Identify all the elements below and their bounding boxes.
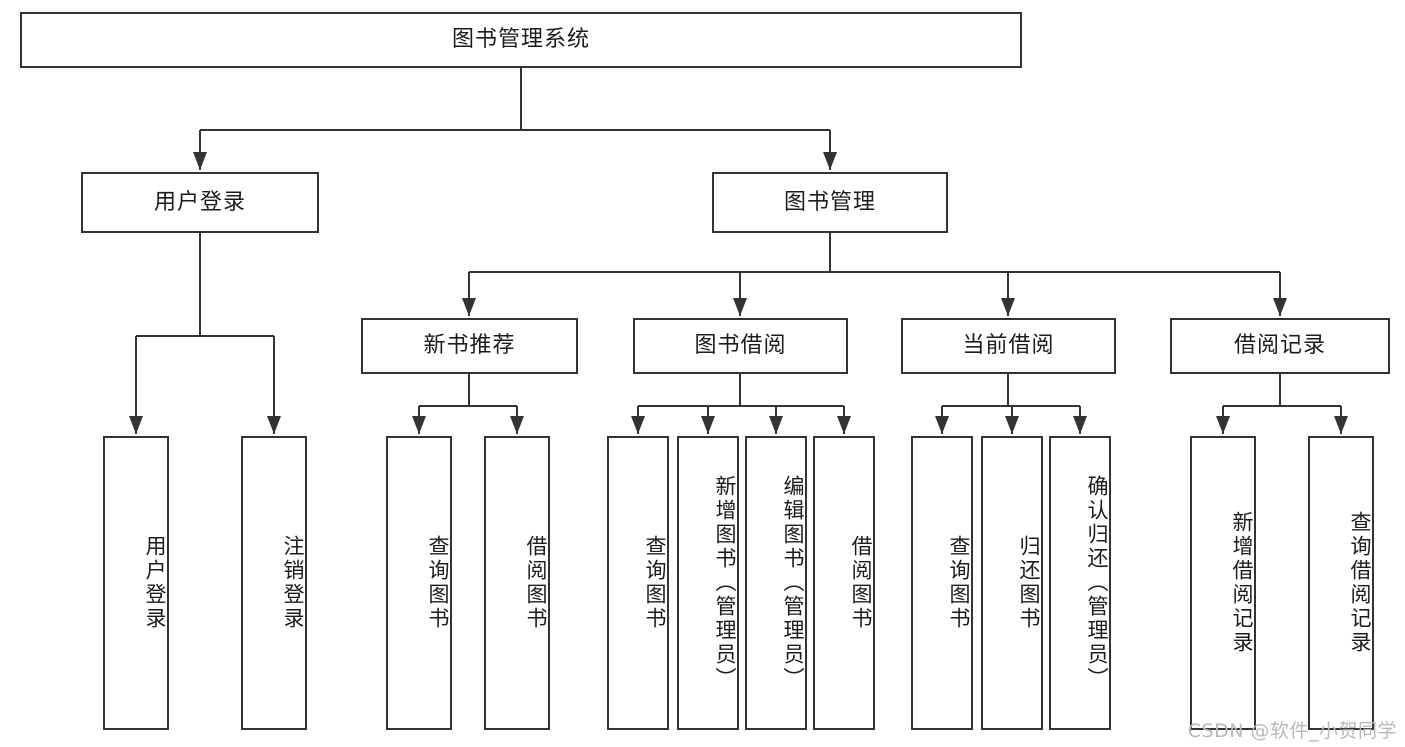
leaf-query-book-current[interactable]: 查询图书	[911, 436, 973, 730]
node-new-book-recommend[interactable]: 新书推荐	[361, 318, 578, 374]
leaf-query-borrow-record[interactable]: 查询借阅记录	[1308, 436, 1374, 730]
node-label: 新增借阅记录	[1230, 511, 1254, 655]
leaf-user-login[interactable]: 用户登录	[103, 436, 169, 730]
node-label: 用户登录	[143, 535, 167, 631]
leaf-confirm-return-admin[interactable]: 确认归还（管理员）	[1049, 436, 1111, 730]
node-label: 图书管理	[783, 189, 876, 215]
leaf-logout[interactable]: 注销登录	[241, 436, 307, 730]
node-label: 图书管理系统	[451, 27, 590, 53]
node-label: 新书推荐	[423, 333, 516, 359]
node-label: 图书借阅	[694, 333, 787, 359]
node-label: 新增图书（管理员）	[713, 475, 737, 691]
node-label: 归还图书	[1017, 535, 1041, 631]
node-label: 当前借阅	[962, 333, 1055, 359]
node-label: 注销登录	[281, 535, 305, 631]
node-label: 借阅图书	[849, 535, 873, 631]
leaf-query-book-recommend[interactable]: 查询图书	[386, 436, 452, 730]
node-label: 查询借阅记录	[1348, 511, 1372, 655]
leaf-return-book[interactable]: 归还图书	[981, 436, 1043, 730]
leaf-add-borrow-record[interactable]: 新增借阅记录	[1190, 436, 1256, 730]
node-borrow-record[interactable]: 借阅记录	[1170, 318, 1390, 374]
node-current-borrow[interactable]: 当前借阅	[901, 318, 1116, 374]
leaf-borrow-book-recommend[interactable]: 借阅图书	[484, 436, 550, 730]
leaf-edit-book-admin[interactable]: 编辑图书（管理员）	[745, 436, 807, 730]
node-label: 编辑图书（管理员）	[781, 475, 805, 691]
node-label: 确认归还（管理员）	[1085, 475, 1109, 691]
node-label: 查询图书	[947, 535, 971, 631]
node-label: 借阅图书	[524, 535, 548, 631]
node-label: 查询图书	[643, 535, 667, 631]
watermark: CSDN @软件_小贺同学	[1187, 720, 1397, 742]
leaf-add-book-admin[interactable]: 新增图书（管理员）	[677, 436, 739, 730]
node-label: 用户登录	[153, 189, 246, 215]
node-user-login[interactable]: 用户登录	[81, 172, 319, 233]
node-label: 查询图书	[426, 535, 450, 631]
leaf-borrow-book[interactable]: 借阅图书	[813, 436, 875, 730]
leaf-query-book[interactable]: 查询图书	[607, 436, 669, 730]
node-book-borrow[interactable]: 图书借阅	[633, 318, 848, 374]
node-label: 借阅记录	[1233, 333, 1326, 359]
node-book-management[interactable]: 图书管理	[712, 172, 948, 233]
node-root[interactable]: 图书管理系统	[20, 12, 1022, 68]
